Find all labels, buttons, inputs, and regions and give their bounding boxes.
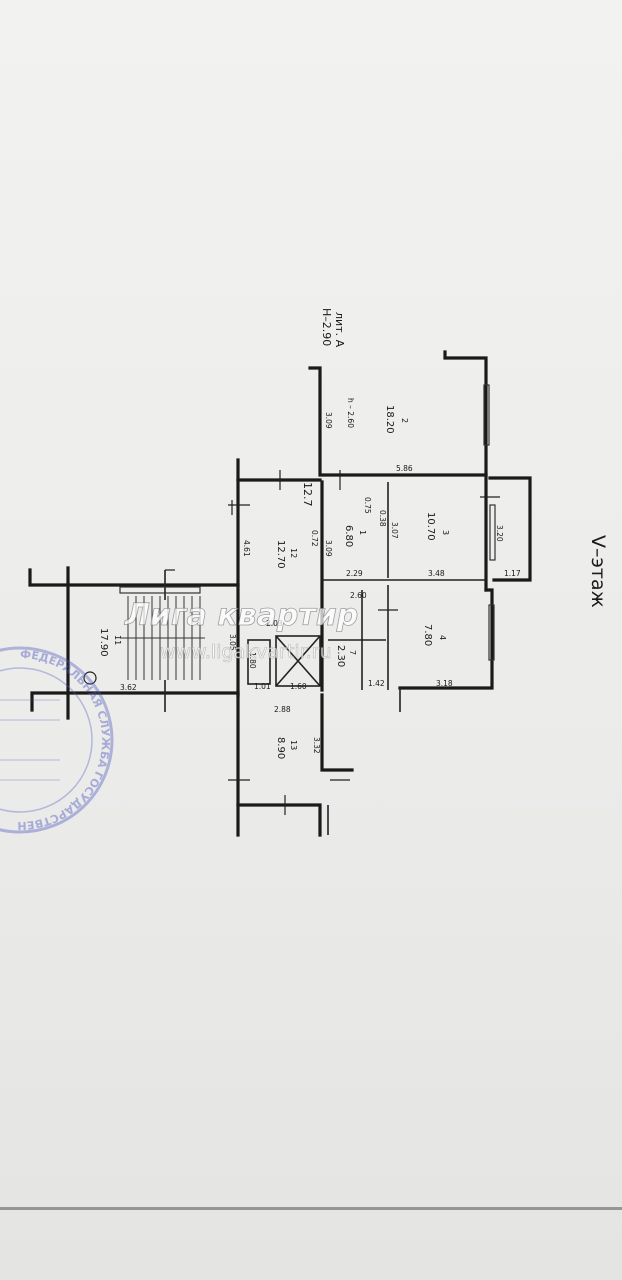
room-13-area: 8.90 xyxy=(275,737,286,759)
dim-d2: 5.86 xyxy=(396,464,413,473)
window-stair xyxy=(119,586,201,594)
wall-hall-top xyxy=(236,458,322,482)
dim-d10: 2.29 xyxy=(346,569,363,578)
room-7-area: 2.30 xyxy=(335,645,346,667)
room-3-area: 10.70 xyxy=(425,512,436,541)
litera-label: лит. А xyxy=(333,312,346,348)
dim-d20: 2.88 xyxy=(274,705,291,714)
room-4-number: 4 xyxy=(438,635,447,640)
wall-stair-bottom xyxy=(30,691,240,712)
stair-treads xyxy=(120,596,205,680)
room-2-area: 18.20 xyxy=(384,405,395,434)
dim-d14: 4.61 xyxy=(242,540,251,557)
seal-lettering-path: ФЕДЕРАЛЬНАЯ СЛУЖБА ГОСУДАРСТВЕННОЙ РЕГИС… xyxy=(0,0,112,832)
dim-d12: 3.18 xyxy=(436,679,453,688)
dim-d17: 1.80 xyxy=(248,652,257,669)
paper-fold-line xyxy=(0,1207,622,1210)
elevator-shaft xyxy=(275,635,321,687)
shaft-cross2 xyxy=(275,635,321,687)
dim-d8: 3.20 xyxy=(495,525,504,542)
room-7-number: 7 xyxy=(348,650,357,655)
window-room-4 xyxy=(488,604,495,661)
building-height: H–2.90 xyxy=(320,308,333,346)
dim-d18: 1.01 xyxy=(254,682,271,691)
dim-d5: 3.09 xyxy=(324,540,333,557)
room-3-number: 3 xyxy=(441,530,450,535)
dim-d1: 3.09 xyxy=(324,412,333,429)
room-11-number: 11 xyxy=(113,635,122,645)
dim-d9: 1.17 xyxy=(504,569,521,578)
wall-room13-east xyxy=(320,693,354,772)
wall-room-4 xyxy=(398,588,494,690)
room-4-area: 7.80 xyxy=(422,624,433,646)
dim-d11: 2.60 xyxy=(350,591,367,600)
room-2-number: 2 xyxy=(400,418,409,423)
dim-d15: 2.03 xyxy=(266,619,283,628)
dim-d6: 3.07 xyxy=(390,522,399,539)
room-13-number: 13 xyxy=(289,740,298,750)
wall-room13-bottom xyxy=(236,803,322,837)
door-ticks xyxy=(165,470,500,815)
stair-post xyxy=(83,671,97,685)
plan-windows xyxy=(119,384,496,661)
room-1-number: 1 xyxy=(358,530,367,535)
watermark-brand: Лига квартир xyxy=(124,598,358,633)
wall-stair-top xyxy=(28,568,240,587)
dim-d4: 0.38 xyxy=(378,510,387,527)
floor-label: V–этаж xyxy=(587,535,609,608)
wall-room-2 xyxy=(308,350,488,477)
official-seal: ФЕДЕРАЛЬНАЯ СЛУЖБА ГОСУДАРСТВЕННОЙ РЕГИС… xyxy=(0,0,114,834)
dim-d7: 3.48 xyxy=(428,569,445,578)
plan-text: V–этаж лит. А H–2.90 2 18.20 h – 2.60 3.… xyxy=(98,308,609,759)
dim-d22: 3.62 xyxy=(120,683,137,692)
vent-shaft xyxy=(247,639,271,685)
room-12-number: 12 xyxy=(289,548,298,558)
dim-d24: 12.7 xyxy=(301,482,314,507)
room-2-height: h – 2.60 xyxy=(346,398,355,428)
watermark-site: www.ligakvartir.ru xyxy=(160,641,332,663)
window-room-2 xyxy=(483,384,490,446)
dim-d19: 1.60 xyxy=(290,682,307,691)
room-12-area: 12.70 xyxy=(275,540,286,569)
seal-lettering: ФЕДЕРАЛЬНАЯ СЛУЖБА ГОСУДАРСТВЕННОЙ РЕГИС… xyxy=(0,0,112,832)
plan-walls xyxy=(28,350,532,837)
watermark: Лига квартир www.ligakvartir.ru xyxy=(124,598,359,664)
dim-d23: 0.72 xyxy=(310,530,319,547)
dim-d16: 3.05 xyxy=(228,634,237,651)
wall-balcony xyxy=(488,476,532,582)
room-11-area: 17.90 xyxy=(98,628,109,657)
dim-d3: 0.75 xyxy=(363,497,372,514)
window-room-3 xyxy=(489,504,496,561)
dim-d21: 3.32 xyxy=(312,737,321,754)
room-1-area: 6.80 xyxy=(343,525,354,547)
dim-d13: 1.42 xyxy=(368,679,385,688)
